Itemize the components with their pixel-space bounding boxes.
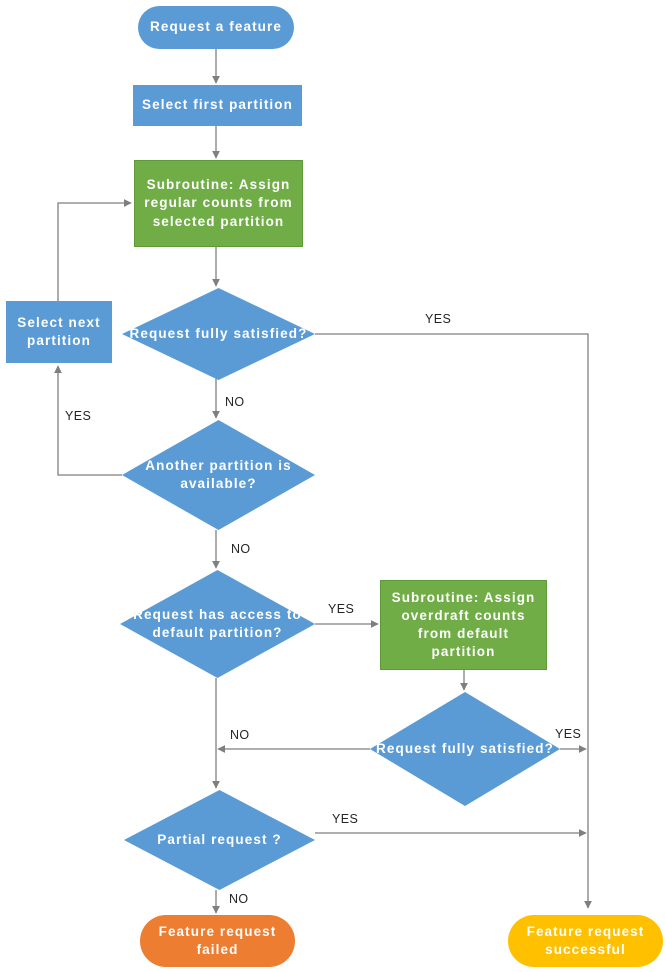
node-select-first-partition[interactable]: Select first partition [133,85,302,126]
node-another-partition-available[interactable]: Another partition is available? [122,420,315,530]
node-request-fully-satisfied-1[interactable]: Request fully satisfied? [122,288,315,380]
node-subroutine-assign-overdraft-counts-label: Subroutine: Assign overdraft counts from… [391,589,536,660]
node-feature-request-successful[interactable]: Feature request successful [508,915,663,967]
node-partial-request-label: Partial request ? [157,831,282,847]
node-feature-request-failed[interactable]: Feature request failed [140,915,295,967]
node-partial-request[interactable]: Partial request ? [124,790,315,890]
node-request-has-access-default-partition[interactable]: Request has access to default partition? [120,570,315,678]
node-select-next-partition-label: Select next partition [17,314,101,348]
node-feature-request-successful-label: Feature request successful [526,923,645,957]
edge-label-satisfied2-no: NO [230,728,250,742]
node-subroutine-assign-regular-counts[interactable]: Subroutine: Assign regular counts from s… [134,160,303,247]
node-request-has-access-default-partition-label: Request has access to default partition? [133,606,302,640]
node-select-next-partition[interactable]: Select next partition [6,301,112,363]
node-request-fully-satisfied-1-label: Request fully satisfied? [129,325,308,341]
edge-select-next-to-sub-regular [57,199,132,301]
edge-label-default-yes: YES [328,602,355,616]
edge-label-satisfied2-yes: YES [555,727,582,741]
edge-label-another-no: NO [231,542,251,556]
node-subroutine-assign-regular-counts-label: Subroutine: Assign regular counts from s… [144,177,293,229]
node-feature-request-failed-label: Feature request failed [158,923,277,957]
edge-another-yes-to-select-next [54,365,122,476]
node-request-a-feature[interactable]: Request a feature [138,6,294,49]
node-subroutine-assign-overdraft-counts[interactable]: Subroutine: Assign overdraft counts from… [380,580,547,670]
node-request-fully-satisfied-2[interactable]: Request fully satisfied? [370,692,560,806]
node-request-a-feature-label: Request a feature [150,19,282,35]
node-select-first-partition-label: Select first partition [142,97,293,113]
node-request-fully-satisfied-2-label: Request fully satisfied? [376,740,554,756]
node-another-partition-available-label: Another partition is available? [145,457,292,491]
edge-satisfied1-yes-to-success [315,333,592,909]
edge-label-satisfied1-no: NO [225,395,245,409]
edge-label-partial-no: NO [229,892,249,906]
edge-label-satisfied1-yes: YES [425,312,452,326]
edge-label-another-yes: YES [65,409,92,423]
edge-label-partial-yes: YES [332,812,359,826]
